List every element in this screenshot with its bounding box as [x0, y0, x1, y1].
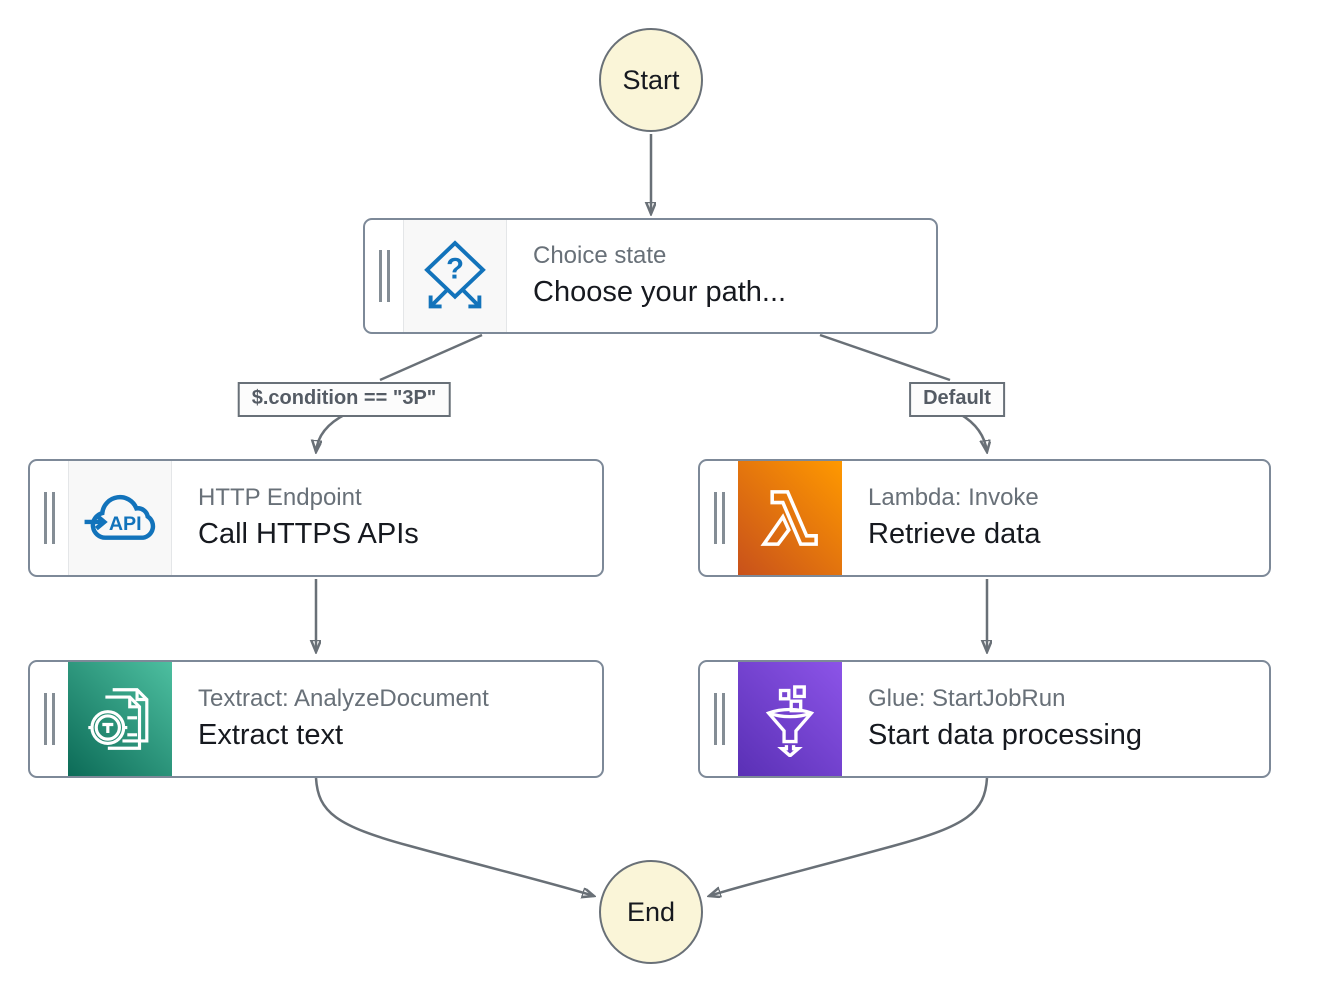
edge-choice-to-condition-label — [379, 333, 483, 382]
node-type: Choice state — [533, 241, 667, 269]
drag-handle-icon[interactable] — [30, 662, 68, 776]
edge-condition-label-to-http — [316, 412, 347, 452]
drag-handle-icon[interactable] — [30, 461, 68, 575]
node-lambda-invoke[interactable]: Lambda: Invoke Retrieve data — [698, 459, 1271, 577]
edge-choice-to-default-label — [819, 333, 951, 382]
node-http-endpoint[interactable]: API HTTP Endpoint Call HTTPS APIs — [28, 459, 604, 577]
node-glue-startjobrun[interactable]: Glue: StartJobRun Start data processing — [698, 660, 1271, 778]
edge-textract-to-end — [314, 777, 594, 896]
end-label: End — [626, 896, 676, 927]
svg-text:API: API — [109, 513, 142, 535]
lambda-icon — [738, 461, 842, 575]
drag-handle-icon[interactable] — [700, 662, 738, 776]
edge-glue-to-end — [709, 777, 989, 896]
node-type: Textract: AnalyzeDocument — [198, 684, 489, 712]
drag-handle-icon[interactable] — [700, 461, 738, 575]
choice-branch-icon: ? — [403, 220, 507, 332]
node-type: Lambda: Invoke — [868, 483, 1039, 511]
textract-document-icon — [68, 662, 172, 776]
edge-label-condition: $.condition == "3P" — [237, 382, 451, 417]
start-node: Start — [599, 28, 703, 132]
node-label: Extract text — [198, 718, 344, 751]
node-choice-state[interactable]: ? Choice state Choose your path... — [363, 218, 938, 334]
node-label: Call HTTPS APIs — [198, 517, 419, 550]
start-label: Start — [622, 64, 680, 95]
node-label: Retrieve data — [868, 517, 1041, 550]
end-node: End — [599, 860, 703, 964]
node-type: HTTP Endpoint — [198, 483, 362, 511]
node-label: Choose your path... — [533, 275, 787, 308]
node-textract-analyzedocument[interactable]: Textract: AnalyzeDocument Extract text — [28, 660, 604, 778]
svg-text:?: ? — [446, 253, 464, 285]
edge-label-default: Default — [909, 382, 1005, 417]
edge-default-label-to-lambda — [959, 412, 987, 452]
drag-handle-icon[interactable] — [365, 220, 403, 332]
node-label: Start data processing — [868, 718, 1143, 751]
glue-funnel-icon — [738, 662, 842, 776]
api-cloud-icon: API — [68, 461, 172, 575]
node-type: Glue: StartJobRun — [868, 684, 1066, 712]
